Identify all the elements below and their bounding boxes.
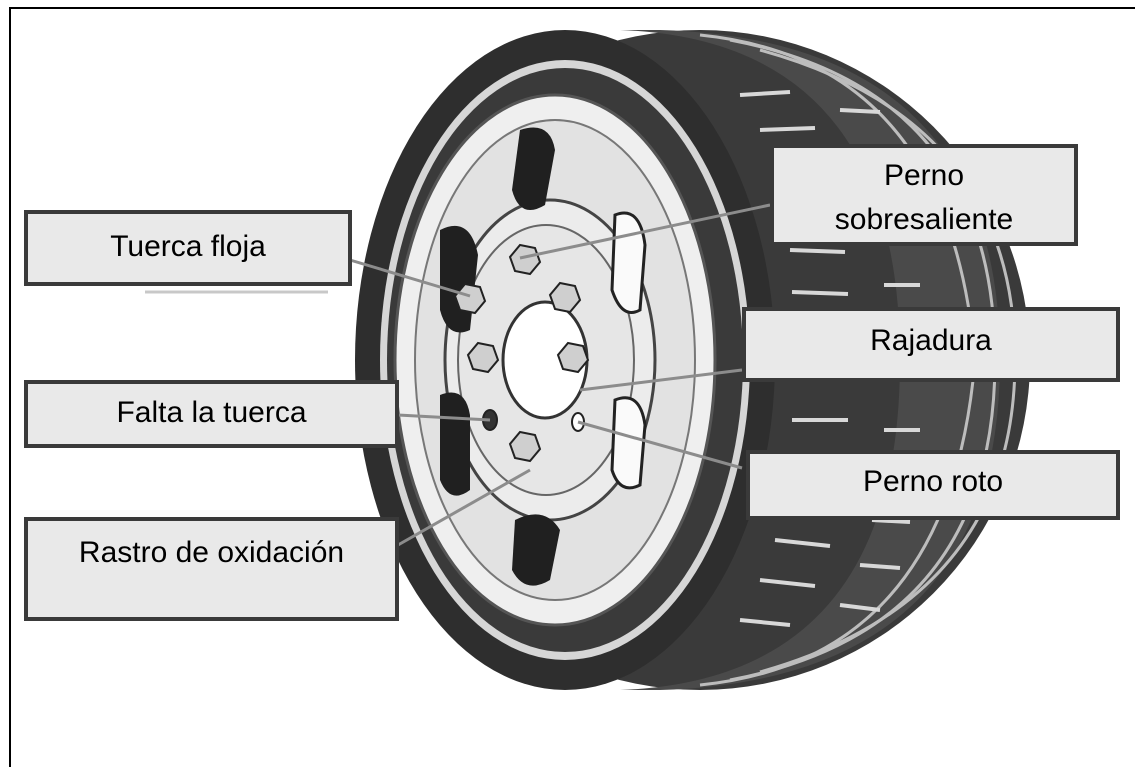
label-text: Falta la tuerca xyxy=(116,396,307,429)
lug-nuts xyxy=(453,243,590,463)
label-text-line2: sobresaliente xyxy=(834,203,1014,236)
label-text: Perno roto xyxy=(862,465,1004,498)
label-perno-roto: Perno roto xyxy=(746,450,1120,520)
leader-lines xyxy=(349,203,771,547)
wheel-rim xyxy=(393,93,717,627)
label-perno-sobresaliente: Perno sobresaliente xyxy=(770,144,1078,246)
label-text: Rastro de oxidación xyxy=(78,536,345,569)
label-text: Tuerca floja xyxy=(110,230,266,263)
figure-frame xyxy=(9,7,1135,767)
label-text-line1: Perno xyxy=(883,159,965,192)
label-tuerca-floja: Tuerca floja xyxy=(24,210,352,286)
label-falta-la-tuerca: Falta la tuerca xyxy=(24,380,399,448)
label-rastro-de-oxidacion: Rastro de oxidación xyxy=(24,517,399,621)
label-rajadura: Rajadura xyxy=(742,307,1120,382)
label-text: Rajadura xyxy=(870,324,992,357)
